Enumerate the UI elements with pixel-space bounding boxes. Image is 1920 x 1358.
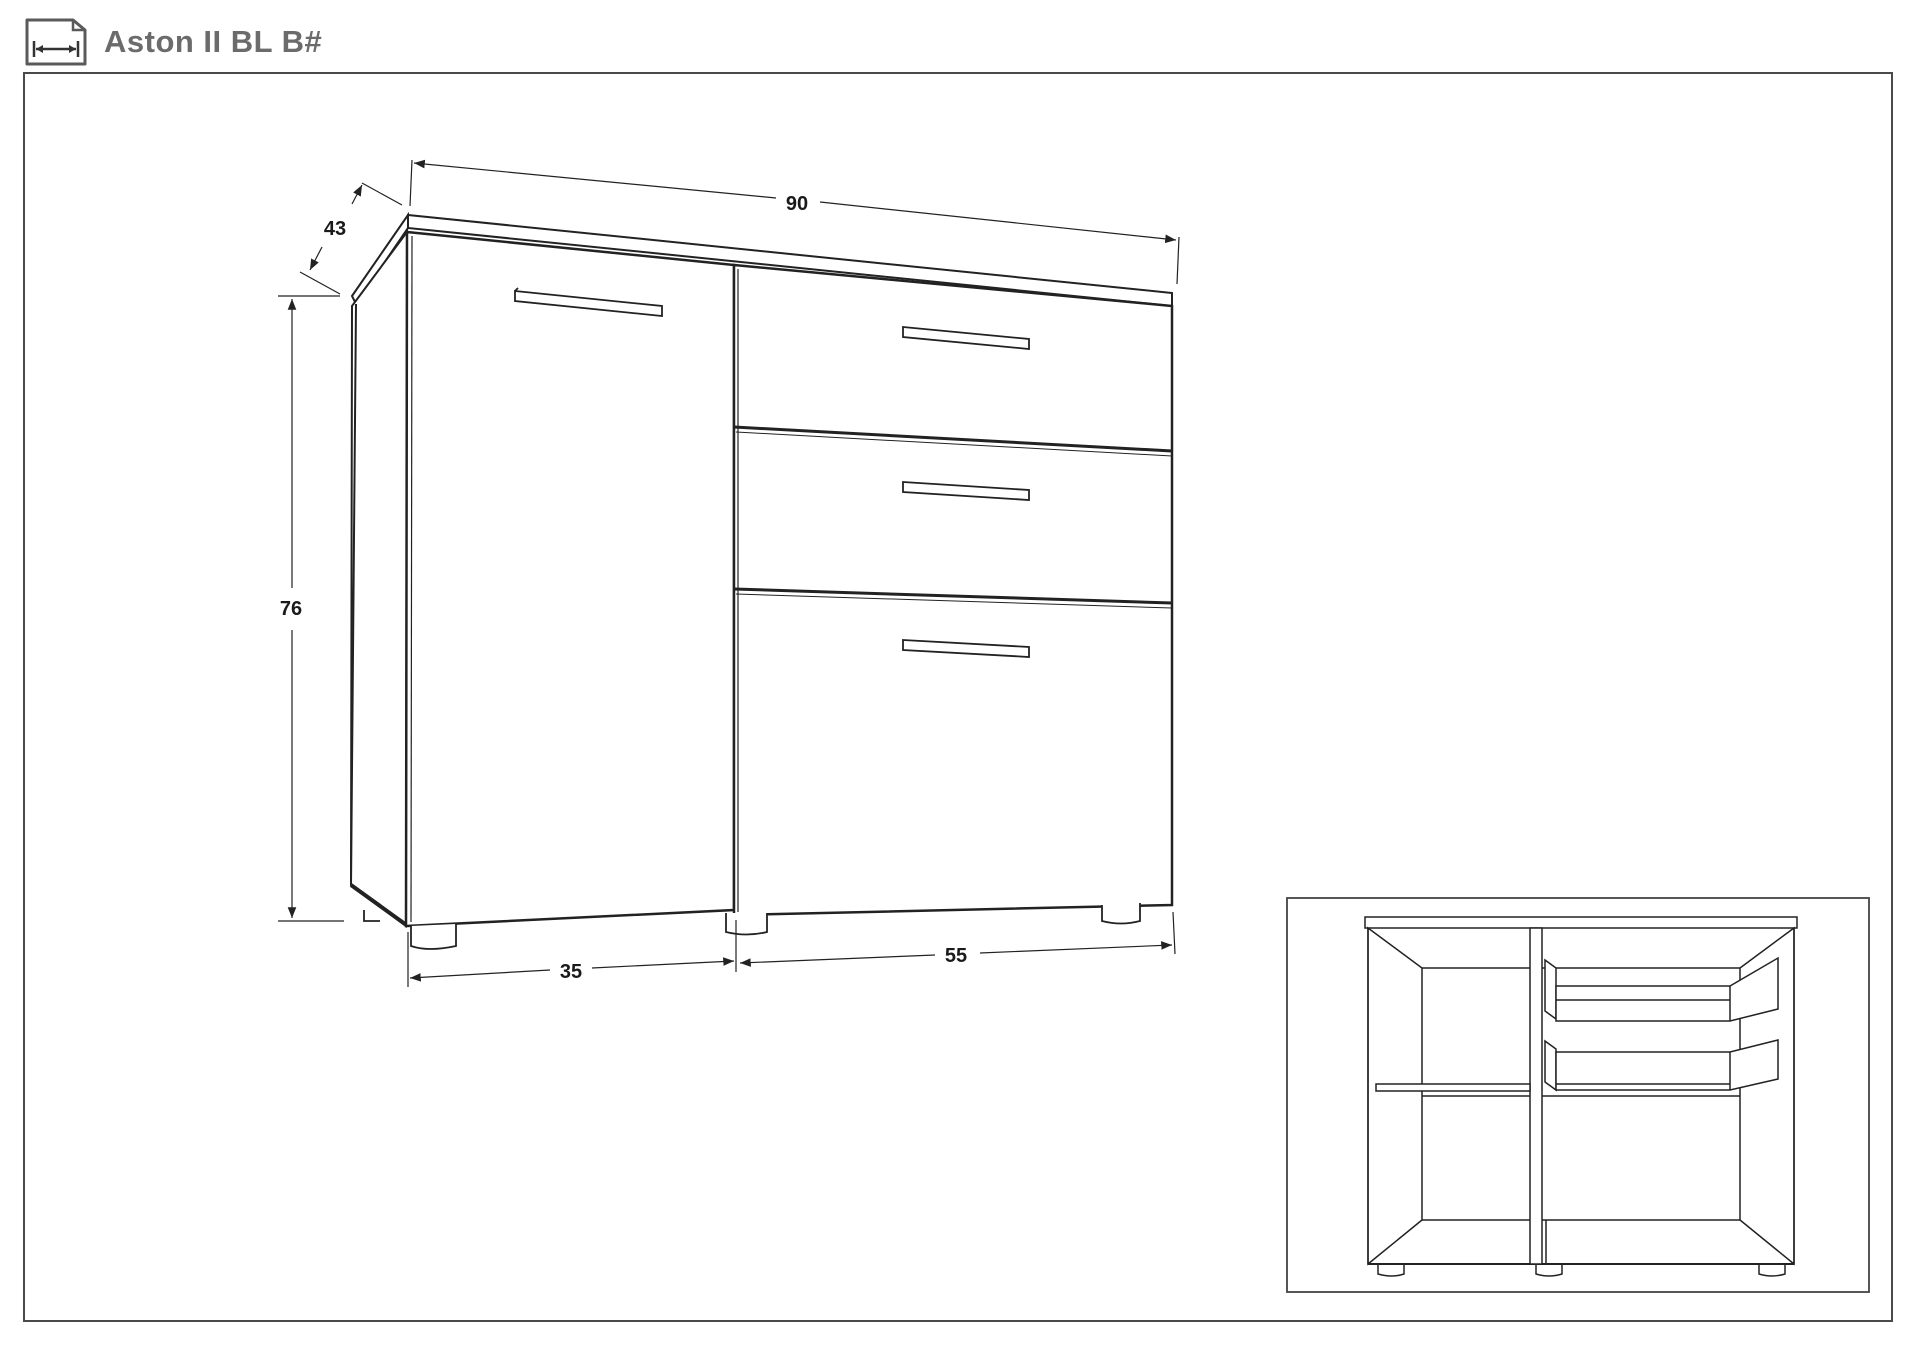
door-handle [514,287,663,317]
page-title: Aston II BL B# [104,24,323,59]
header: Aston II BL B# [24,16,322,68]
drawer-width-dimension-label: 55 [945,945,967,967]
cabinet-side-panel [349,228,409,928]
depth-dimension-label: 43 [324,218,346,240]
drawer-handle [902,639,1030,658]
door-width-dimension-label: 35 [560,961,582,983]
cabinet-door [404,230,736,928]
dimension-labels: 90 43 76 35 55 [280,193,967,983]
interior-view-inset [1286,897,1870,1293]
dimension-lines [278,159,1180,987]
drawer-divider [733,587,1173,605]
sideboard-front-view [349,211,1174,950]
dimensions-icon [25,18,87,66]
drawing-frame [23,72,1893,1322]
drawer-column [732,263,1174,917]
height-dimension-label: 76 [280,598,302,620]
drawer-divider [733,425,1173,453]
width-dimension-label: 90 [786,193,808,215]
drawer-handle [902,481,1030,501]
drawer-handle [902,326,1030,350]
